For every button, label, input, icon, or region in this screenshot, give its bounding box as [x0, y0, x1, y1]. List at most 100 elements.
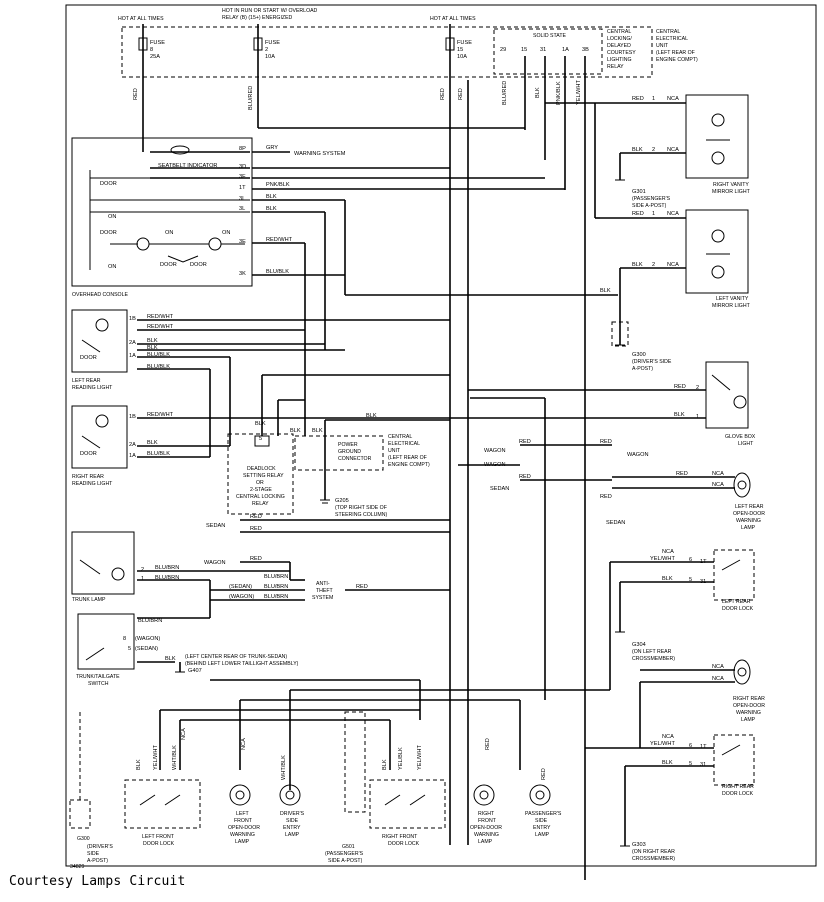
svg-text:(SEDAN): (SEDAN) — [135, 646, 158, 652]
svg-text:GLOVE BOX: GLOVE BOX — [725, 434, 756, 440]
svg-text:BLU/BRN: BLU/BRN — [138, 618, 162, 624]
svg-text:DOOR LOCK: DOOR LOCK — [143, 841, 175, 847]
svg-text:2: 2 — [265, 47, 268, 53]
svg-text:YEL/BLK: YEL/BLK — [398, 747, 404, 770]
svg-text:RED: RED — [632, 211, 644, 217]
overhead-output-wires: GRY WARNING SYSTEM PNK/BLK BLK BLK RED/W… — [252, 145, 618, 420]
svg-text:YEL/WHT: YEL/WHT — [153, 745, 159, 770]
svg-text:BLK: BLK — [136, 759, 142, 770]
g300-driver-ground: G300 (DRIVER'S SIDE A-POST) — [69, 712, 113, 864]
svg-text:15: 15 — [521, 47, 527, 53]
svg-text:BLK: BLK — [290, 428, 301, 434]
svg-text:(LEFT REAR OF: (LEFT REAR OF — [656, 50, 695, 56]
svg-text:BLK: BLK — [255, 421, 266, 427]
svg-text:YEL/WHT: YEL/WHT — [650, 741, 675, 747]
svg-text:NCA: NCA — [712, 471, 724, 477]
svg-text:G300: G300 — [77, 836, 90, 842]
svg-text:(SEDAN): (SEDAN) — [229, 584, 252, 590]
svg-text:1A: 1A — [562, 47, 569, 53]
svg-text:RED: RED — [600, 494, 612, 500]
left-rear-open-door-warning-lamp: LEFT REAR OPEN-DOOR WARNING LAMP NCA NCA… — [612, 471, 765, 531]
svg-text:G407: G407 — [188, 668, 202, 674]
svg-text:WARNING: WARNING — [474, 832, 499, 838]
svg-text:BLU/BRN: BLU/BRN — [155, 575, 179, 581]
svg-text:G303: G303 — [632, 842, 646, 848]
main-feed-wires: RED BLU/RED RED RED BLU/RED BLK PNK/BLK … — [133, 56, 586, 880]
svg-text:OPEN-DOOR: OPEN-DOOR — [733, 703, 765, 709]
svg-text:CONNECTOR: CONNECTOR — [338, 456, 372, 462]
svg-text:POWER: POWER — [338, 442, 358, 448]
svg-text:ON: ON — [108, 264, 116, 270]
svg-text:5: 5 — [259, 436, 262, 442]
svg-text:SIDE: SIDE — [286, 818, 299, 824]
svg-text:FRONT: FRONT — [234, 818, 253, 824]
svg-text:BLK: BLK — [674, 412, 685, 418]
svg-text:NCA: NCA — [667, 96, 679, 102]
svg-text:2-STAGE: 2-STAGE — [250, 487, 272, 493]
svg-text:RIGHT REAR: RIGHT REAR — [72, 474, 104, 480]
svg-text:1: 1 — [652, 211, 655, 217]
svg-text:RED/WHT: RED/WHT — [147, 324, 174, 330]
svg-text:ENTRY: ENTRY — [533, 825, 551, 831]
svg-text:DELAYED: DELAYED — [607, 43, 631, 49]
diagram-frame — [65, 4, 817, 867]
svg-text:1: 1 — [696, 414, 699, 420]
svg-text:ELECTRICAL: ELECTRICAL — [388, 441, 420, 447]
courtesy-lighting-relay: SOLID STATE 29 15 31 1A 3B CENTRAL LOCKI… — [493, 28, 698, 75]
svg-text:1A: 1A — [129, 353, 136, 359]
svg-text:LIGHTING: LIGHTING — [607, 57, 632, 63]
svg-text:FUSE: FUSE — [457, 40, 472, 46]
svg-text:CENTRAL: CENTRAL — [607, 29, 631, 35]
svg-text:(LEFT CENTER REAR OF TRUNK-SED: (LEFT CENTER REAR OF TRUNK-SEDAN) — [185, 654, 287, 660]
svg-text:(DRIVER'S: (DRIVER'S — [87, 844, 113, 850]
svg-text:RED: RED — [600, 439, 612, 445]
svg-text:LOCKING/: LOCKING/ — [607, 36, 632, 42]
svg-text:3E: 3E — [239, 239, 246, 245]
svg-text:A-POST): A-POST) — [87, 858, 108, 864]
svg-text:LAMP: LAMP — [285, 832, 300, 838]
svg-text:MIRROR LIGHT: MIRROR LIGHT — [712, 303, 751, 309]
svg-text:RIGHT REAR: RIGHT REAR — [733, 696, 765, 702]
svg-text:BLU/BLK: BLU/BLK — [266, 269, 289, 275]
svg-text:RED/WHT: RED/WHT — [266, 237, 293, 243]
svg-text:2A: 2A — [129, 442, 136, 448]
svg-text:DOOR LOCK: DOOR LOCK — [722, 791, 754, 797]
svg-text:WAGON: WAGON — [204, 560, 226, 566]
svg-text:BLU/BLK: BLU/BLK — [147, 451, 170, 457]
svg-text:LEFT REAR: LEFT REAR — [722, 599, 751, 605]
right-rear-open-door-warning-lamp: RIGHT REAR OPEN-DOOR WARNING LAMP NCA NC… — [639, 659, 765, 748]
svg-text:YEL/WHT: YEL/WHT — [650, 556, 675, 562]
svg-text:31: 31 — [700, 762, 706, 768]
svg-text:SEDAN: SEDAN — [606, 520, 625, 526]
svg-text:DOOR LOCK: DOOR LOCK — [722, 606, 754, 612]
svg-text:CROSSMEMBER): CROSSMEMBER) — [632, 656, 675, 662]
svg-text:3K: 3K — [239, 271, 246, 277]
svg-text:LEFT: LEFT — [236, 811, 250, 817]
svg-text:G300: G300 — [632, 352, 646, 358]
svg-text:NCA: NCA — [667, 262, 679, 268]
svg-text:G501: G501 — [342, 844, 355, 850]
svg-text:BLK: BLK — [266, 206, 277, 212]
svg-text:BLU/BRN: BLU/BRN — [264, 574, 288, 580]
svg-text:ENGINE COMPT): ENGINE COMPT) — [656, 57, 698, 63]
fuse-panel: HOT AT ALL TIMES HOT IN RUN OR START W/ … — [118, 8, 698, 80]
svg-text:1B: 1B — [129, 316, 136, 322]
svg-text:BLU/BRN: BLU/BRN — [264, 584, 288, 590]
svg-text:G205: G205 — [335, 498, 349, 504]
svg-text:WARNING: WARNING — [736, 518, 761, 524]
svg-text:FUSE: FUSE — [265, 40, 280, 46]
svg-text:15: 15 — [457, 47, 463, 53]
relay-energized-label: RELAY (B) (15+) ENERGIZED — [222, 15, 293, 21]
svg-text:PNK/BLK: PNK/BLK — [266, 182, 290, 188]
svg-text:SYSTEM: SYSTEM — [312, 595, 333, 601]
svg-text:NCA: NCA — [712, 482, 724, 488]
svg-text:BLK: BLK — [266, 194, 277, 200]
svg-text:3D: 3D — [239, 164, 246, 170]
svg-text:5: 5 — [689, 577, 692, 583]
svg-text:1T: 1T — [239, 185, 246, 191]
svg-text:ENTRY: ENTRY — [283, 825, 301, 831]
svg-text:A-POST): A-POST) — [632, 366, 653, 372]
svg-text:COURTESY: COURTESY — [607, 50, 636, 56]
svg-text:3F: 3F — [239, 174, 246, 180]
